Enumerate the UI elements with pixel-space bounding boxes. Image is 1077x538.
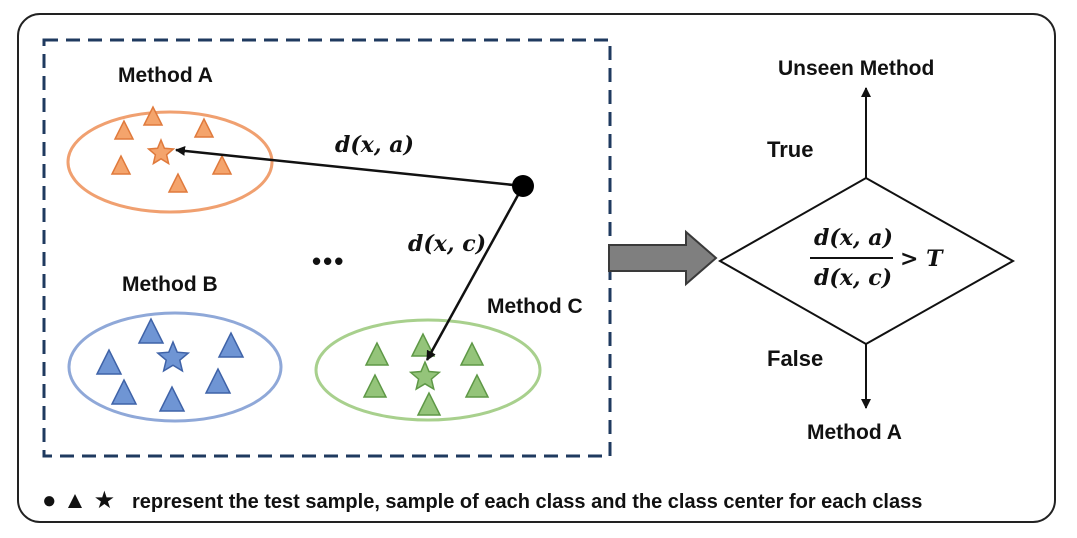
method-a-label: Method A bbox=[118, 64, 213, 87]
flow-arrow bbox=[608, 229, 718, 287]
sample-triangle bbox=[193, 117, 215, 138]
test-sample-dot bbox=[512, 175, 534, 197]
method-b-samples bbox=[95, 317, 245, 412]
distance-arrow-to-c bbox=[425, 185, 525, 361]
distance-label-xa: d(x, a) bbox=[335, 132, 414, 158]
true-label: True bbox=[767, 137, 813, 162]
sample-triangle bbox=[95, 348, 123, 375]
sample-triangle bbox=[158, 385, 186, 412]
outer-frame bbox=[17, 13, 1056, 523]
method-c-samples bbox=[362, 332, 490, 416]
sample-triangle bbox=[217, 331, 245, 358]
ratio-denominator: d(x, c) bbox=[814, 265, 892, 291]
sample-triangle bbox=[167, 172, 189, 193]
sample-triangle bbox=[362, 373, 388, 398]
sample-triangle bbox=[110, 154, 132, 175]
sample-triangle bbox=[364, 341, 390, 366]
method-c-ellipse bbox=[314, 318, 542, 422]
sample-triangle bbox=[416, 391, 442, 416]
method-a-samples bbox=[110, 105, 233, 193]
method-b-label: Method B bbox=[122, 273, 218, 296]
decision-diamond bbox=[717, 176, 1016, 346]
sample-triangle bbox=[137, 317, 165, 344]
legend-symbols: ● ▲ ★ bbox=[42, 487, 115, 514]
ratio-threshold: > T bbox=[900, 246, 944, 272]
false-outcome-label: Method A bbox=[807, 421, 902, 444]
method-a-ellipse bbox=[66, 110, 274, 214]
true-outcome-label: Unseen Method bbox=[778, 57, 934, 80]
distance-arrow-to-a bbox=[175, 145, 524, 188]
false-label: False bbox=[767, 346, 823, 371]
method-c-label: Method C bbox=[487, 295, 583, 318]
method-a-center-star bbox=[146, 138, 176, 166]
sample-triangle bbox=[110, 378, 138, 405]
sample-triangle bbox=[459, 341, 485, 366]
method-b-center-star bbox=[155, 340, 191, 373]
legend-text: represent the test sample, sample of eac… bbox=[132, 491, 922, 513]
method-c-center-star bbox=[408, 360, 442, 391]
sample-triangle bbox=[211, 154, 233, 175]
sample-triangle bbox=[142, 105, 164, 126]
distance-label-xc: d(x, c) bbox=[408, 231, 486, 257]
method-b-ellipse bbox=[67, 311, 283, 423]
sample-triangle bbox=[113, 119, 135, 140]
ratio-numerator: d(x, a) bbox=[814, 225, 893, 251]
sample-triangle bbox=[204, 367, 232, 394]
sample-triangle bbox=[464, 373, 490, 398]
more-methods-ellipsis: ••• bbox=[312, 246, 345, 276]
